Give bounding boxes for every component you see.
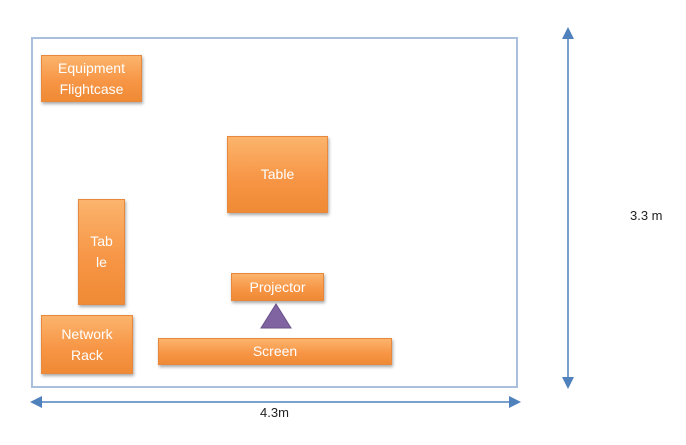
side-table-box: Tab le bbox=[78, 199, 125, 305]
height-dimension-label: 3.3 m bbox=[630, 208, 663, 223]
network-rack-box: Network Rack bbox=[41, 315, 133, 374]
projector-triangle bbox=[260, 303, 292, 329]
center-table-box: Table bbox=[227, 136, 328, 213]
projector-box: Projector bbox=[231, 273, 324, 301]
screen-box: Screen bbox=[158, 338, 392, 365]
equipment-flightcase-box: Equipment Flightcase bbox=[41, 55, 142, 102]
width-dimension-label: 4.3m bbox=[260, 405, 289, 420]
